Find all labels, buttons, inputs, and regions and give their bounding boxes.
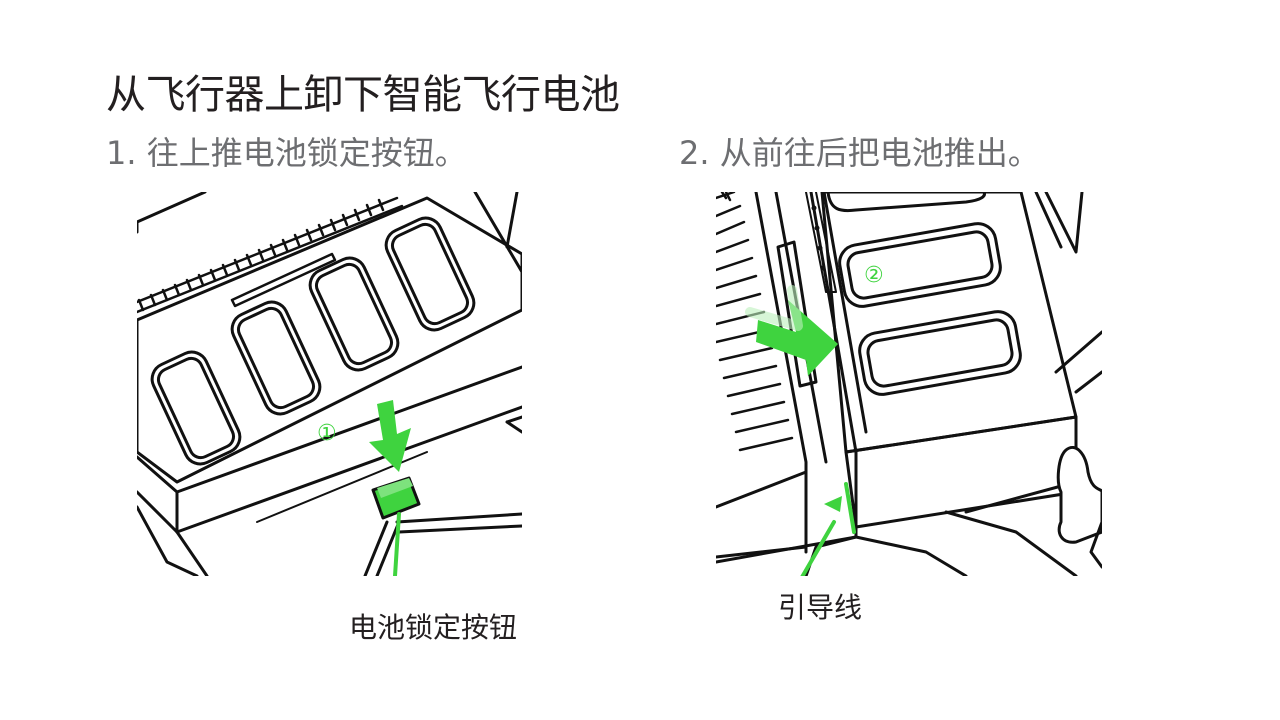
battery-lock-button-label: 电池锁定按钮 [349, 611, 518, 644]
battery-lock-illustration: ① [137, 192, 522, 576]
drone-side-vents [716, 192, 794, 452]
battery-removal-illustration: ② [716, 192, 1102, 576]
battery-body [820, 192, 1078, 454]
step-1-instruction: 1. 往上推电池锁定按钮。 [106, 134, 467, 172]
battery-lock-button [371, 476, 421, 520]
guide-line-label: 引导线 [778, 591, 863, 624]
push-down-arrow-icon [369, 400, 411, 472]
step-2-marker: ② [864, 263, 884, 288]
battery-vents [137, 196, 404, 314]
guide-line-leader [800, 520, 836, 576]
battery-slots [150, 216, 476, 466]
battery-slots-2 [838, 222, 1022, 396]
page-title: 从飞行器上卸下智能飞行电池 [106, 72, 620, 118]
hand-icon [1056, 446, 1102, 544]
step-1-marker: ① [317, 421, 337, 446]
battery-top-face [137, 196, 522, 484]
push-forward-arrow-icon [745, 285, 838, 376]
step-2-instruction: 2. 从前往后把电池推出。 [679, 134, 1040, 172]
lock-button-leader-line [393, 512, 401, 576]
